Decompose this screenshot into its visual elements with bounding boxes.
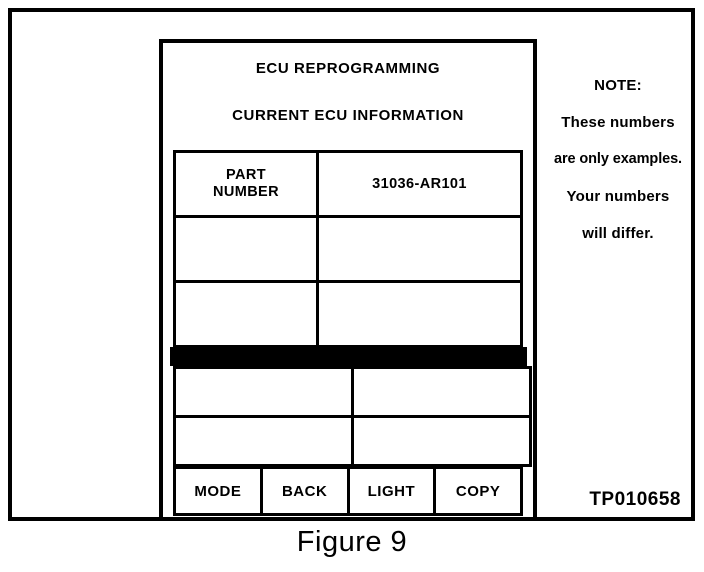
table-row [173,366,532,418]
info-value-cell-empty-2 [316,280,523,348]
note-line-2: are only examples. [554,151,682,167]
softkey-button-row: MODE BACK LIGHT COPY [173,466,523,516]
note-line-3: Your numbers [566,188,670,205]
scan-tool-screen: ECU REPROGRAMMING CURRENT ECU INFORMATIO… [159,39,537,521]
figure-frame: NOTE: These numbers are only examples. Y… [8,8,695,521]
info-value-cell: 31036-AR101 [316,150,523,218]
note-line-4: will differ. [582,225,654,242]
blank-cell-row2-left [173,415,354,467]
screen-title: ECU REPROGRAMMING [255,60,441,77]
info-label-cell-empty-2 [173,280,319,348]
screen-header: ECU REPROGRAMMING CURRENT ECU INFORMATIO… [163,43,533,124]
figure-caption: Figure 9 [296,526,408,558]
ecu-info-table: PART NUMBER 31036-AR101 [173,150,523,348]
info-label-line1: PART [226,167,266,183]
blank-cell-row2-right [351,415,532,467]
table-row: PART NUMBER 31036-AR101 [173,150,523,218]
screen-subtitle: CURRENT ECU INFORMATION [232,107,464,124]
figure-part-code: TP010658 [589,489,681,510]
note-block: NOTE: These numbers are only examples. Y… [532,67,704,252]
back-button[interactable]: BACK [259,466,350,516]
table-row: MODE BACK LIGHT COPY [173,466,523,516]
info-label-cell-empty-1 [173,215,319,283]
table-row [173,280,523,348]
info-label-line2: NUMBER [212,184,280,200]
blank-cell-row1-left [173,366,354,418]
info-value-cell-empty-1 [316,215,523,283]
note-line-1: These numbers [561,114,675,131]
copy-button[interactable]: COPY [433,466,523,516]
light-button[interactable]: LIGHT [346,466,437,516]
note-line-heading: NOTE: [594,77,642,94]
table-row [173,415,532,467]
softkey-table [173,366,532,467]
info-label-cell: PART NUMBER [173,150,319,218]
mode-button[interactable]: MODE [173,466,263,516]
screen-separator-bar [170,347,527,366]
blank-cell-row1-right [351,366,532,418]
table-row [173,215,523,283]
